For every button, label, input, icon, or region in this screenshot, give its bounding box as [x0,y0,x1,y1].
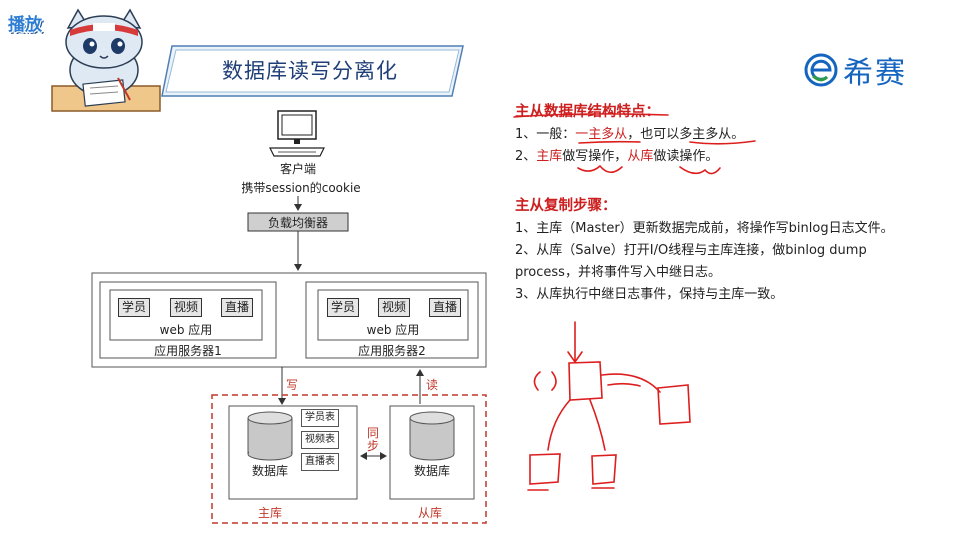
server2-app-label: web 应用 [366,323,420,337]
server1-app-label: web 应用 [159,323,213,337]
page-title: 数据库读写分离化 [222,59,398,83]
sync-label-2: 步 [367,439,380,453]
cat-mascot-icon [51,8,161,112]
database-cluster-border [211,394,487,524]
handwritten-annotations [513,113,756,491]
master-db-icon [247,411,293,461]
notes-step-2a: 2、从库（Salve）打开I/O线程与主库连接，做binlog dump [515,243,867,258]
read-label: 读 [426,378,439,392]
master-table-live: 直播表 [301,453,339,471]
master-caption: 主库 [258,506,283,520]
slave-db-icon [409,411,455,461]
master-table-videos: 视频表 [301,431,339,449]
server2-tag-student: 学员 [327,298,359,317]
slave-db-label: 数据库 [413,464,450,478]
notes-step-3: 3、从库执行中继日志事件，保持与主库一致。 [515,287,784,302]
slave-caption: 从库 [418,506,443,520]
brand-logo: 希赛 [803,52,907,91]
notes-step-1: 1、主库（Master）更新数据完成前，将操作写binlog日志文件。 [515,221,894,236]
play-badge[interactable]: 播放 [8,15,42,35]
server2-tag-live: 直播 [429,298,461,317]
notes-heading-structure: 主从数据库结构特点： [515,104,660,120]
server1-tag-student: 学员 [118,298,150,317]
client-sublabel: 携带session的cookie [241,181,361,195]
client-label: 客户端 [279,162,316,176]
notes-item-2: 2、主库做写操作，从库做读操作。 [515,149,719,164]
notes-step-2b: process，并将事件写入中继日志。 [515,265,721,280]
master-table-students: 学员表 [301,409,339,427]
computer-icon [269,110,325,157]
notes-heading-replication: 主从复制步骤： [515,198,617,214]
load-balancer-label: 负载均衡器 [267,216,328,230]
sync-label-1: 同 [367,426,380,440]
server1-tag-video: 视频 [170,298,202,317]
e-logo-icon [804,53,838,87]
brand-name: 希赛 [843,56,907,91]
master-db-label: 数据库 [251,464,288,478]
write-label: 写 [286,378,299,392]
notes-item-1: 1、一般：一主多从，也可以多主多从。 [515,127,745,142]
server2-tag-video: 视频 [378,298,410,317]
server1-tag-live: 直播 [221,298,253,317]
title-banner [161,45,464,97]
server1-name: 应用服务器1 [154,344,222,358]
server2-name: 应用服务器2 [358,344,426,358]
